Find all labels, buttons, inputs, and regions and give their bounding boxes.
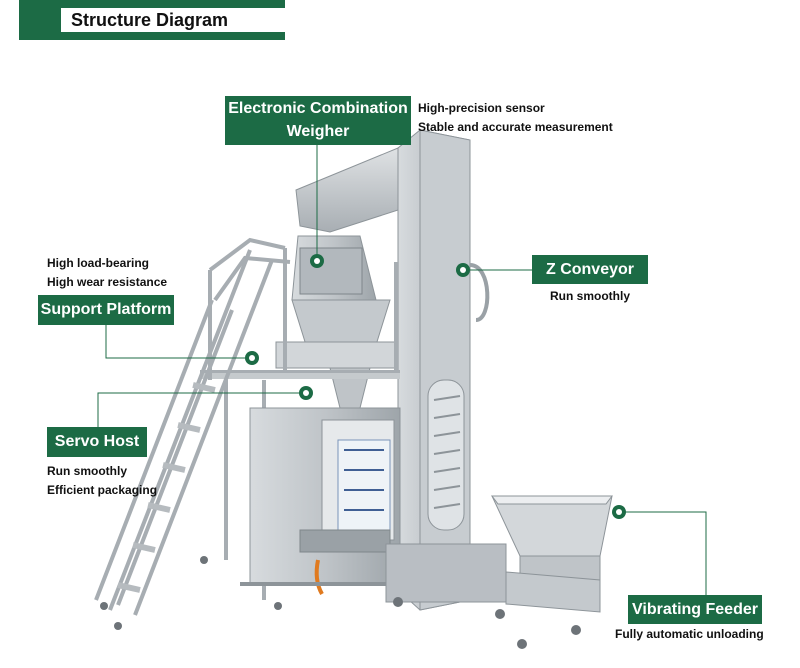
weigher-label-line2: Weigher: [286, 123, 350, 140]
support-platform-feature: High wear resistance: [47, 275, 168, 289]
z-conveyor-feature: Run smoothly: [550, 289, 630, 303]
vibrating-feeder-marker: [612, 505, 626, 519]
weigher-graphic: [275, 235, 399, 409]
z-conveyor-marker: [456, 263, 470, 277]
servo-host-feature: Run smoothly: [47, 464, 127, 478]
servo-host-label: Servo Host: [47, 427, 147, 457]
weigher-feature: High-precision sensor: [418, 101, 545, 115]
weigher-marker: [310, 254, 324, 268]
weigher-feature: Stable and accurate measurement: [418, 120, 613, 134]
vibrating-feeder-label: Vibrating Feeder: [628, 595, 762, 624]
servo-host-marker: [299, 386, 313, 400]
weigher-label: Electronic Combination Weigher: [225, 96, 411, 145]
weigher-label-line1: Electronic Combination: [228, 100, 408, 117]
page-title: Structure Diagram: [61, 8, 291, 32]
support-platform-marker: [245, 351, 259, 365]
support-platform-feature: High load-bearing: [47, 256, 149, 270]
servo-host-feature: Efficient packaging: [47, 483, 158, 497]
vibrating-feeder-graphic: [385, 495, 613, 649]
title-bar: Structure Diagram: [19, 0, 291, 40]
servo-host-graphic: [240, 407, 410, 595]
z-conveyor-label: Z Conveyor: [532, 255, 648, 284]
support-platform-label: Support Platform: [38, 295, 174, 325]
vibrating-feeder-feature: Fully automatic unloading: [615, 627, 764, 641]
